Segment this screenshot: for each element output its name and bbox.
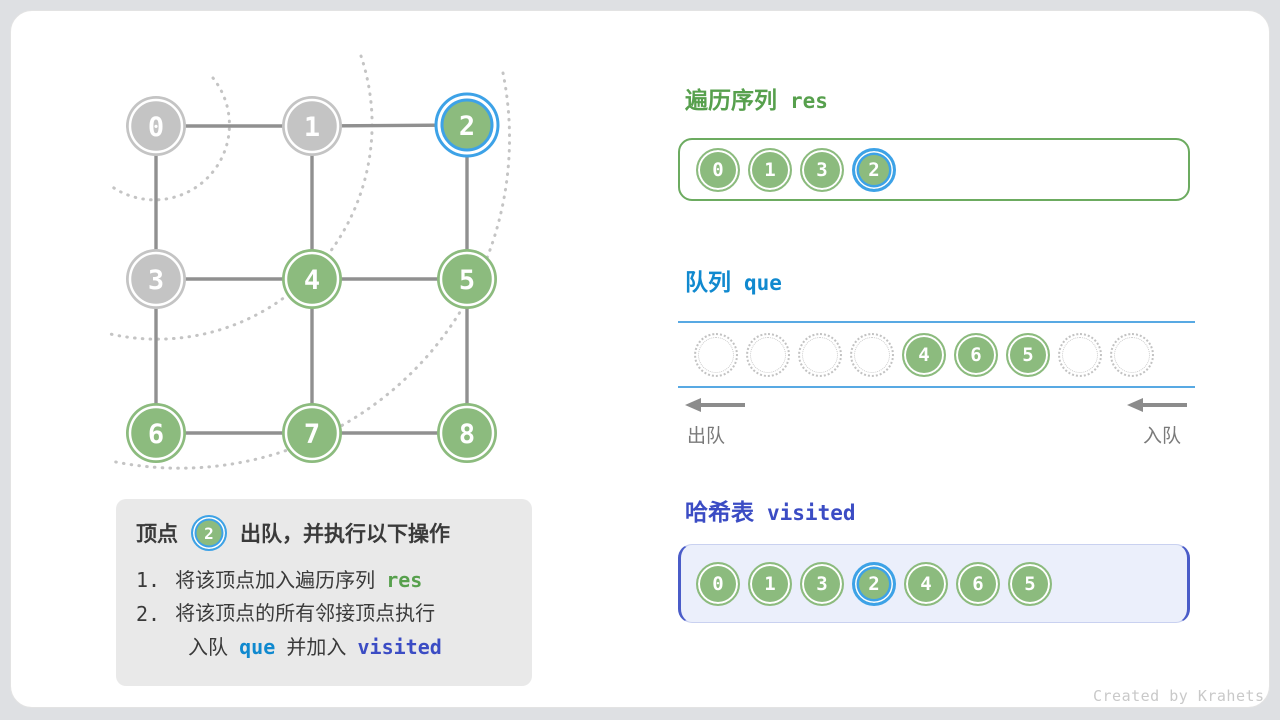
graph-node-8-label: 8 — [459, 419, 475, 450]
graph-node-2-label: 2 — [459, 111, 475, 142]
enqueue-arrow-icon — [1127, 398, 1187, 412]
res-item-current: 2 — [852, 147, 896, 192]
graph-node-3: 3 — [126, 249, 186, 309]
title-suffix: 出队，并执行以下操作 — [240, 523, 450, 546]
current-vertex-badge: 2 — [191, 515, 227, 551]
step-2-number: 2. — [136, 602, 161, 626]
bfs-wave-arc-2 — [104, 54, 374, 341]
visited-item-current: 2 — [852, 561, 896, 606]
res-item: 1 — [748, 147, 792, 192]
graph-node-3-label: 3 — [148, 265, 164, 296]
graph-node-1: 1 — [282, 96, 342, 156]
enqueue-label: 入队 — [1143, 426, 1182, 447]
credit-text: Created by Krahets — [1093, 687, 1265, 705]
graph-node-2-current: 2 — [434, 92, 500, 158]
graph-node-5-label: 5 — [459, 265, 475, 296]
graph-node-0: 0 — [126, 96, 186, 156]
visited-item: 6 — [956, 561, 1000, 606]
step-1-text: 将该顶点加入遍历序列 res — [175, 568, 423, 592]
graph-node-4-label: 4 — [304, 265, 320, 296]
res-list: 0 1 3 2 — [678, 138, 1190, 201]
graph-node-7: 7 — [282, 403, 342, 463]
queue-bottom-line — [678, 386, 1195, 388]
graph-node-1-label: 1 — [304, 112, 320, 143]
res-item: 3 — [800, 147, 844, 192]
queue-item: 6 — [954, 333, 998, 377]
graph-node-5: 5 — [437, 249, 497, 309]
title-prefix: 顶点 — [136, 523, 178, 546]
visited-item: 0 — [696, 561, 740, 606]
visited-item: 1 — [748, 561, 792, 606]
queue-slots: 4 6 5 — [694, 333, 1154, 377]
queue-slot-empty — [798, 333, 842, 377]
step-1-number: 1. — [136, 568, 161, 592]
dequeue-arrow-icon — [685, 398, 745, 412]
graph-node-0-label: 0 — [148, 112, 164, 143]
visited-item: 3 — [800, 561, 844, 606]
visited-item: 5 — [1008, 561, 1052, 606]
queue-slot-empty — [694, 333, 738, 377]
queue-slot-empty — [746, 333, 790, 377]
que-code-ref: que — [239, 635, 276, 659]
step-1: 1. 将该顶点加入遍历序列 res — [136, 564, 514, 598]
queue-item: 4 — [902, 333, 946, 377]
bfs-wave-arc-3 — [109, 71, 511, 470]
queue-slot-empty — [1058, 333, 1102, 377]
graph-node-6: 6 — [126, 403, 186, 463]
dequeue-label: 出队 — [687, 426, 726, 447]
visited-item: 4 — [904, 561, 948, 606]
bfs-wave-arc-1 — [109, 76, 231, 202]
queue-item: 5 — [1006, 333, 1050, 377]
step-2-text: 将该顶点的所有邻接顶点执行 — [175, 603, 436, 625]
operation-info-panel: 顶点 2 出队，并执行以下操作 1. 将该顶点加入遍历序列 res 2. 将该顶… — [116, 499, 532, 686]
step-2: 2. 将该顶点的所有邻接顶点执行 — [136, 598, 514, 631]
operation-steps: 1. 将该顶点加入遍历序列 res 2. 将该顶点的所有邻接顶点执行 入队 qu… — [136, 564, 514, 665]
queue-slot-empty — [1110, 333, 1154, 377]
operation-title: 顶点 2 出队，并执行以下操作 — [136, 515, 514, 551]
res-item: 0 — [696, 147, 740, 192]
queue-top-line — [678, 321, 1195, 323]
graph-node-7-label: 7 — [304, 419, 320, 450]
graph-node-4: 4 — [282, 249, 342, 309]
visited-set: 0 1 3 2 4 6 5 — [678, 544, 1190, 623]
figure-card: 0 1 2 3 4 5 6 7 — [10, 10, 1270, 708]
grid-graph: 0 1 2 3 4 5 6 7 — [104, 54, 511, 470]
queue-slot-empty — [850, 333, 894, 377]
visited-code-ref: visited — [357, 635, 442, 659]
graph-node-8: 8 — [437, 403, 497, 463]
step-2-continued: 入队 que 并加入 visited — [188, 635, 442, 659]
res-code-ref: res — [386, 568, 423, 592]
graph-node-6-label: 6 — [148, 419, 164, 450]
